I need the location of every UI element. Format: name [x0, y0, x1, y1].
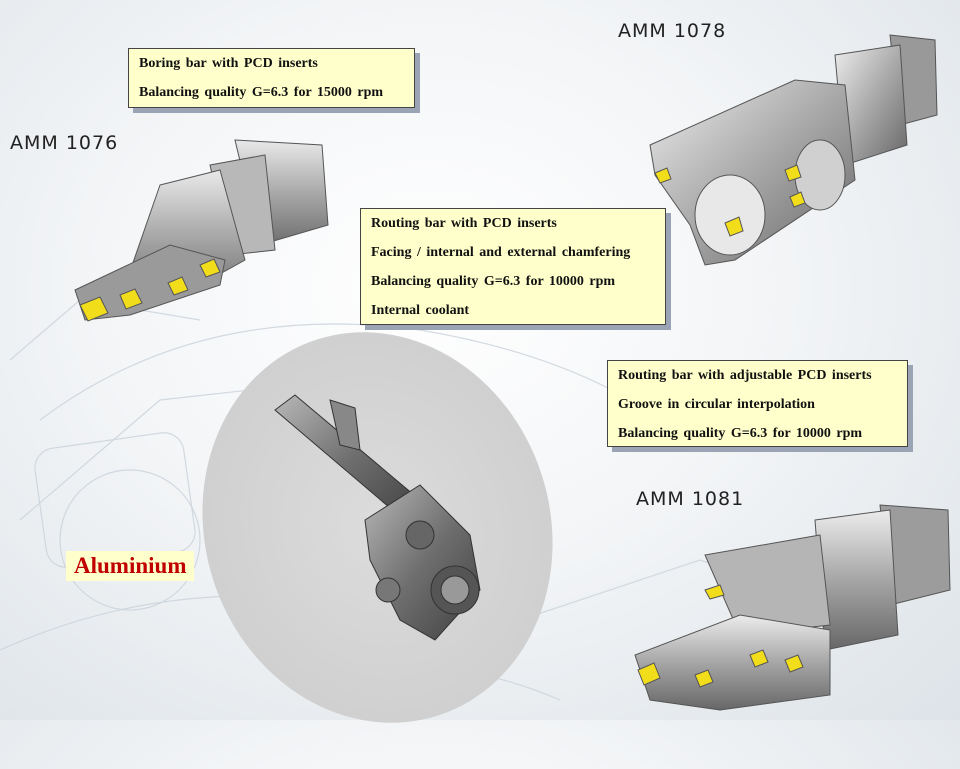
tool-code-amm-1076: AMM 1076: [10, 132, 119, 154]
routing-bar-amm-1078-image: [649, 34, 938, 266]
note-amm-1078: Routing bar with PCD inserts Facing / in…: [360, 208, 666, 325]
note-line: Routing bar with PCD inserts: [371, 216, 557, 231]
note-line: Routing bar with adjustable PCD inserts: [618, 368, 872, 383]
note-line: Facing / internal and external chamferin…: [371, 245, 631, 260]
tool-code-amm-1078: AMM 1078: [618, 20, 727, 42]
note-line: Balancing quality G=6.3 for 10000 rpm: [618, 426, 863, 441]
boring-bar-amm-1076-image: [74, 139, 329, 322]
note-amm-1076: Boring bar with PCD inserts Balancing qu…: [128, 48, 415, 108]
note-line: Boring bar with PCD inserts: [139, 56, 318, 71]
tool-code-amm-1081: AMM 1081: [636, 488, 745, 510]
note-line: Internal coolant: [371, 303, 470, 318]
note-line: Groove in circular interpolation: [618, 397, 815, 412]
routing-bar-amm-1081-image: [634, 504, 951, 711]
aluminium-part-image: [274, 394, 481, 641]
note-line: Balancing quality G=6.3 for 10000 rpm: [371, 274, 616, 289]
note-line: Balancing quality G=6.3 for 15000 rpm: [139, 85, 384, 100]
material-label: Aluminium: [66, 551, 195, 581]
note-amm-1081: Routing bar with adjustable PCD inserts …: [607, 360, 908, 447]
